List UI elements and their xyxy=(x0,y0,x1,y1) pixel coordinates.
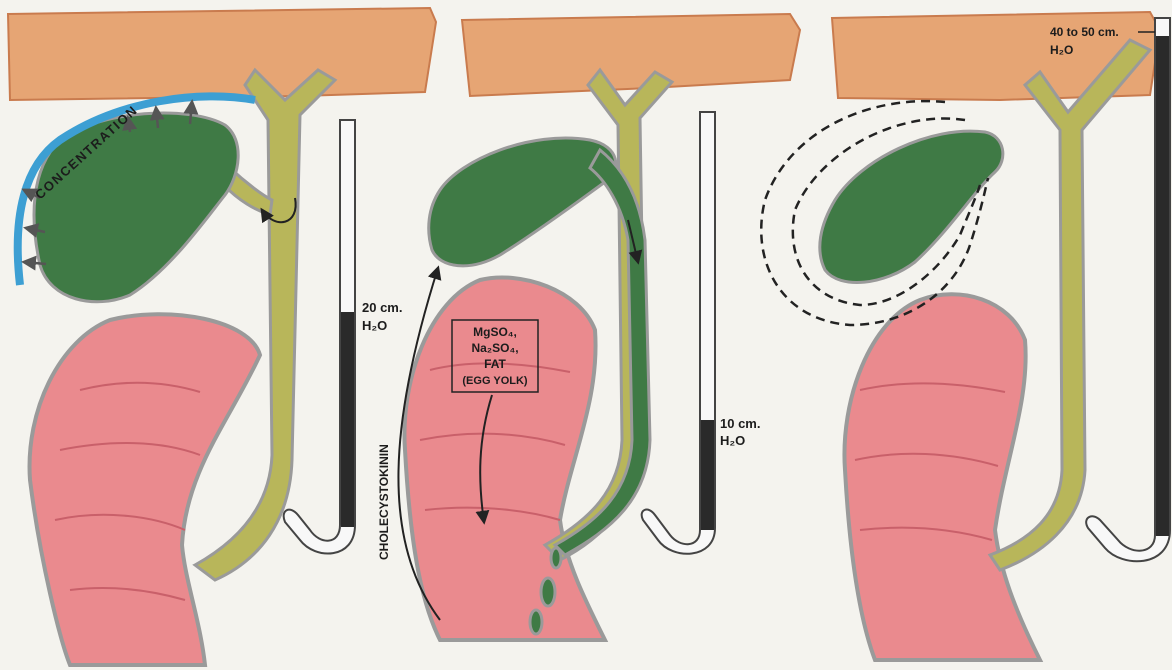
manometer-2 xyxy=(642,112,715,554)
manometer-3-fluid xyxy=(1156,36,1169,536)
stimulus-line-2: Na₂SO₄, xyxy=(471,341,518,355)
manometer-1-value: 20 cm. xyxy=(362,300,402,315)
manometer-2-value: 10 cm. xyxy=(720,416,760,431)
manometer-1-unit: H₂O xyxy=(362,318,387,333)
liver-band-2 xyxy=(462,14,800,96)
bile-duct-3 xyxy=(990,40,1150,570)
panel-3-obstruction: 40 to 50 cm. H₂O xyxy=(761,12,1170,660)
liver-band xyxy=(8,8,436,100)
manometer-2-unit: H₂O xyxy=(720,433,745,448)
stimulus-line-4: (EGG YOLK) xyxy=(462,375,528,387)
hormone-label: CHOLECYSTOKININ xyxy=(377,444,391,560)
manometer-3-value: 40 to 50 cm. xyxy=(1050,25,1119,39)
manometer-3-unit: H₂O xyxy=(1050,43,1073,57)
stimulus-line-1: MgSO₄, xyxy=(473,325,517,339)
panel-1-resting: CONCENTRATION 20 cm. H₂O xyxy=(8,8,436,665)
gallbladder-3 xyxy=(820,131,1003,282)
gallbladder-2 xyxy=(429,138,616,266)
intestine xyxy=(30,314,260,665)
manometer-2-fluid xyxy=(701,420,714,530)
panel-2-contraction: MgSO₄, Na₂SO₄, FAT (EGG YOLK) CHOLECYSTO… xyxy=(377,14,800,640)
intestine-3 xyxy=(844,294,1040,660)
manometer-1-fluid xyxy=(341,312,354,527)
stimulus-line-3: FAT xyxy=(484,357,506,371)
